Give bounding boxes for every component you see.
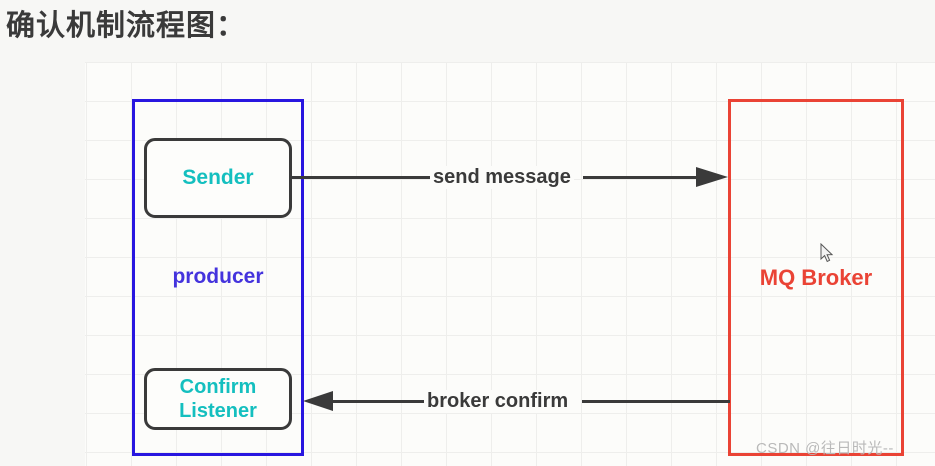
producer-container bbox=[132, 99, 304, 456]
sender-node-label: Sender bbox=[182, 166, 254, 189]
producer-label: producer bbox=[172, 265, 264, 288]
page-title: 确认机制流程图： bbox=[6, 10, 247, 42]
send-message-label: send message bbox=[430, 166, 574, 189]
send-message-arrow-line-left bbox=[292, 176, 432, 179]
broker-confirm-arrow-line-right bbox=[582, 400, 730, 403]
send-message-arrow-line-right bbox=[583, 176, 716, 179]
csdn-watermark: CSDN @往日时光-- bbox=[756, 440, 894, 457]
mq-broker-container: MQ Broker bbox=[728, 99, 904, 456]
broker-confirm-label: broker confirm bbox=[424, 390, 572, 413]
confirm-listener-node: Confirm Listener bbox=[144, 368, 292, 430]
broker-confirm-arrow-line-left bbox=[330, 400, 426, 403]
confirm-listener-line-1: Confirm bbox=[179, 376, 257, 398]
mq-broker-label: MQ Broker bbox=[759, 264, 873, 290]
send-message-arrowhead-icon bbox=[696, 167, 728, 187]
sender-node: Sender bbox=[144, 138, 292, 218]
confirm-listener-line-2: Listener bbox=[179, 400, 257, 422]
broker-confirm-arrowhead-icon bbox=[303, 391, 333, 411]
arrow-cursor-icon bbox=[820, 243, 834, 263]
confirm-listener-node-label: Confirm Listener bbox=[179, 375, 257, 423]
